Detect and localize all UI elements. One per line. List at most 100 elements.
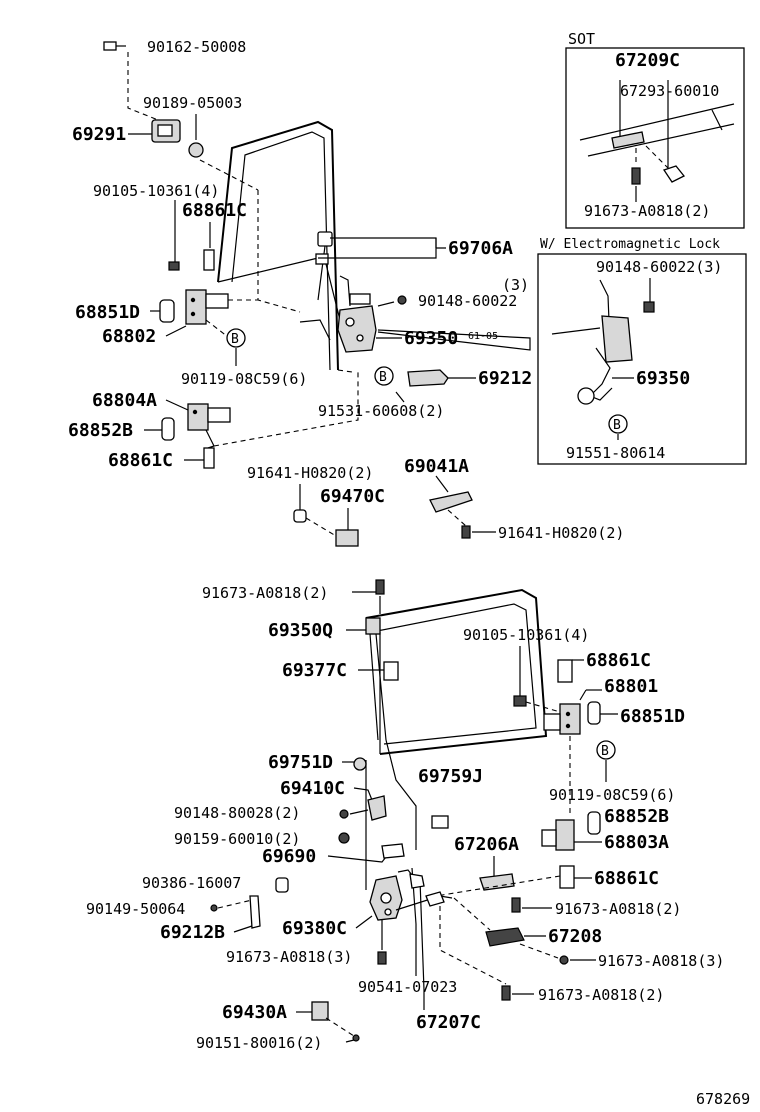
label-68852B-left: 68852B (68, 420, 133, 441)
part-67208 (485, 927, 525, 947)
part-68861C-r2 (559, 865, 575, 889)
label-67209C: 67209C (615, 50, 680, 71)
handle-69212B (249, 895, 261, 929)
label-68861C-top: 68861C (182, 200, 247, 221)
front-door-frame (217, 120, 353, 373)
latch-69380C (369, 875, 453, 921)
label-91673-A0818-2-b: 91673-A0818(2) (555, 900, 681, 918)
link-69690 (381, 843, 405, 859)
part-67206A (479, 873, 515, 891)
part-69751D (353, 757, 367, 771)
label-67207C: 67207C (416, 1012, 481, 1033)
label-68861C-left-low: 68861C (108, 450, 173, 471)
label-90189-05003: 90189-05003 (143, 94, 242, 112)
handle-69212 (407, 369, 449, 387)
label-67208: 67208 (548, 926, 602, 947)
screw-90148-60022 (377, 295, 407, 307)
bolt-91673-A0818-b (511, 897, 521, 913)
em-lock-inset: W/ Electromagnetic Lock 90148-60022(3) 6… (537, 237, 747, 465)
label-68802: 68802 (102, 326, 156, 347)
part-68852B-r (587, 811, 601, 835)
label-90149-50064: 90149-50064 (86, 900, 185, 918)
label-68803A: 68803A (604, 832, 669, 853)
label-90159-60010: 90159-60010(2) (174, 830, 300, 848)
label-69212: 69212 (478, 368, 532, 389)
ref-B-mid: B (374, 366, 394, 386)
nut-90159-60010 (338, 832, 350, 844)
clip-lower (425, 891, 445, 907)
label-90105-10361-low: 90105-10361(4) (463, 626, 589, 644)
bolt-91673-A0818-a (375, 579, 385, 595)
label-68804A: 68804A (92, 390, 157, 411)
label-90162-50008: 90162-50008 (147, 38, 246, 56)
part-69430A (311, 1001, 329, 1021)
label-67293-60010: 67293-60010 (620, 82, 719, 100)
figure-id: 678269 (696, 1090, 750, 1108)
sot-box-frame (565, 47, 745, 229)
svg-text:B: B (379, 370, 387, 385)
label-68861C-r1: 68861C (586, 650, 651, 671)
latch-69350Q (365, 617, 387, 741)
em-box-frame (537, 253, 747, 465)
label-90148-60022: 90148-60022 (418, 292, 517, 310)
part-69470C (335, 529, 359, 547)
label-69291: 69291 (72, 124, 126, 145)
label-90386-16007: 90386-16007 (142, 874, 241, 892)
svg-text:B: B (231, 332, 239, 347)
label-68851D-left: 68851D (75, 302, 140, 323)
part-69291 (151, 119, 181, 143)
bolt-91673-A0818-3-b (559, 955, 569, 965)
label-91551-80614: 91551-80614 (566, 444, 665, 462)
bolt-91673-A0818-3-a (377, 951, 387, 965)
screw-90148-80028 (339, 809, 369, 819)
part-68851D-r (587, 701, 601, 725)
part-69041A (429, 491, 473, 513)
label-67206A: 67206A (454, 834, 519, 855)
label-68851D-r: 68851D (620, 706, 685, 727)
label-69470C: 69470C (320, 486, 385, 507)
ref-B-em: B (608, 414, 628, 434)
screw-90541 (409, 873, 425, 889)
label-90105-10361-top: 90105-10361(4) (93, 182, 219, 200)
label-90119-08C59-r: 90119-08C59(6) (549, 786, 675, 804)
svg-text:B: B (613, 418, 621, 433)
em-title: W/ Electromagnetic Lock (540, 237, 720, 252)
label-91673-A0818-3-a: 91673-A0818(3) (226, 948, 352, 966)
label-69410C: 69410C (280, 778, 345, 799)
hinge-68803A (541, 819, 575, 851)
label-3: (3) (502, 276, 529, 294)
label-69751D: 69751D (268, 752, 333, 773)
screw-91641-H0820-a (293, 509, 307, 523)
clip-69377C (383, 661, 399, 681)
screw-91641-H0820-b (461, 525, 471, 539)
label-69350-em: 69350 (636, 368, 690, 389)
label-91673-A0818-3-b: 91673-A0818(3) (598, 952, 724, 970)
part-68861C-r1 (557, 659, 573, 683)
label-68861C-r2: 68861C (594, 868, 659, 889)
label-91641-H0820-a: 91641-H0820(2) (247, 464, 373, 482)
label-69380C: 69380C (282, 918, 347, 939)
lock-69350 (337, 293, 377, 353)
cushion-90386-16007 (275, 877, 289, 893)
part-68851D (159, 299, 175, 323)
label-69212B: 69212B (160, 922, 225, 943)
sot-title: SOT (568, 30, 595, 48)
label-90148-60022-em: 90148-60022(3) (596, 258, 722, 276)
label-69430A: 69430A (222, 1002, 287, 1023)
label-68852B-r: 68852B (604, 806, 669, 827)
part-68861C-top (203, 222, 215, 271)
label-90148-80028: 90148-80028(2) (174, 804, 300, 822)
hinge-68804A (187, 403, 231, 431)
label-69041A: 69041A (404, 456, 469, 477)
hinge-68801 (543, 703, 581, 735)
hinge-68802 (185, 289, 229, 325)
ref-B-r: B (596, 740, 616, 760)
note-61-05: 61-05 (377, 329, 531, 351)
part-90189-05003 (188, 114, 204, 158)
label-69350Q: 69350Q (268, 620, 333, 641)
bolt-90162-50008 (103, 41, 126, 51)
bolt-90105-10361-low (513, 695, 527, 707)
label-69706A: 69706A (448, 238, 513, 259)
label-90119-08C59-left: 90119-08C59(6) (181, 370, 307, 388)
label-91673-A0818-2-a: 91673-A0818(2) (202, 584, 328, 602)
